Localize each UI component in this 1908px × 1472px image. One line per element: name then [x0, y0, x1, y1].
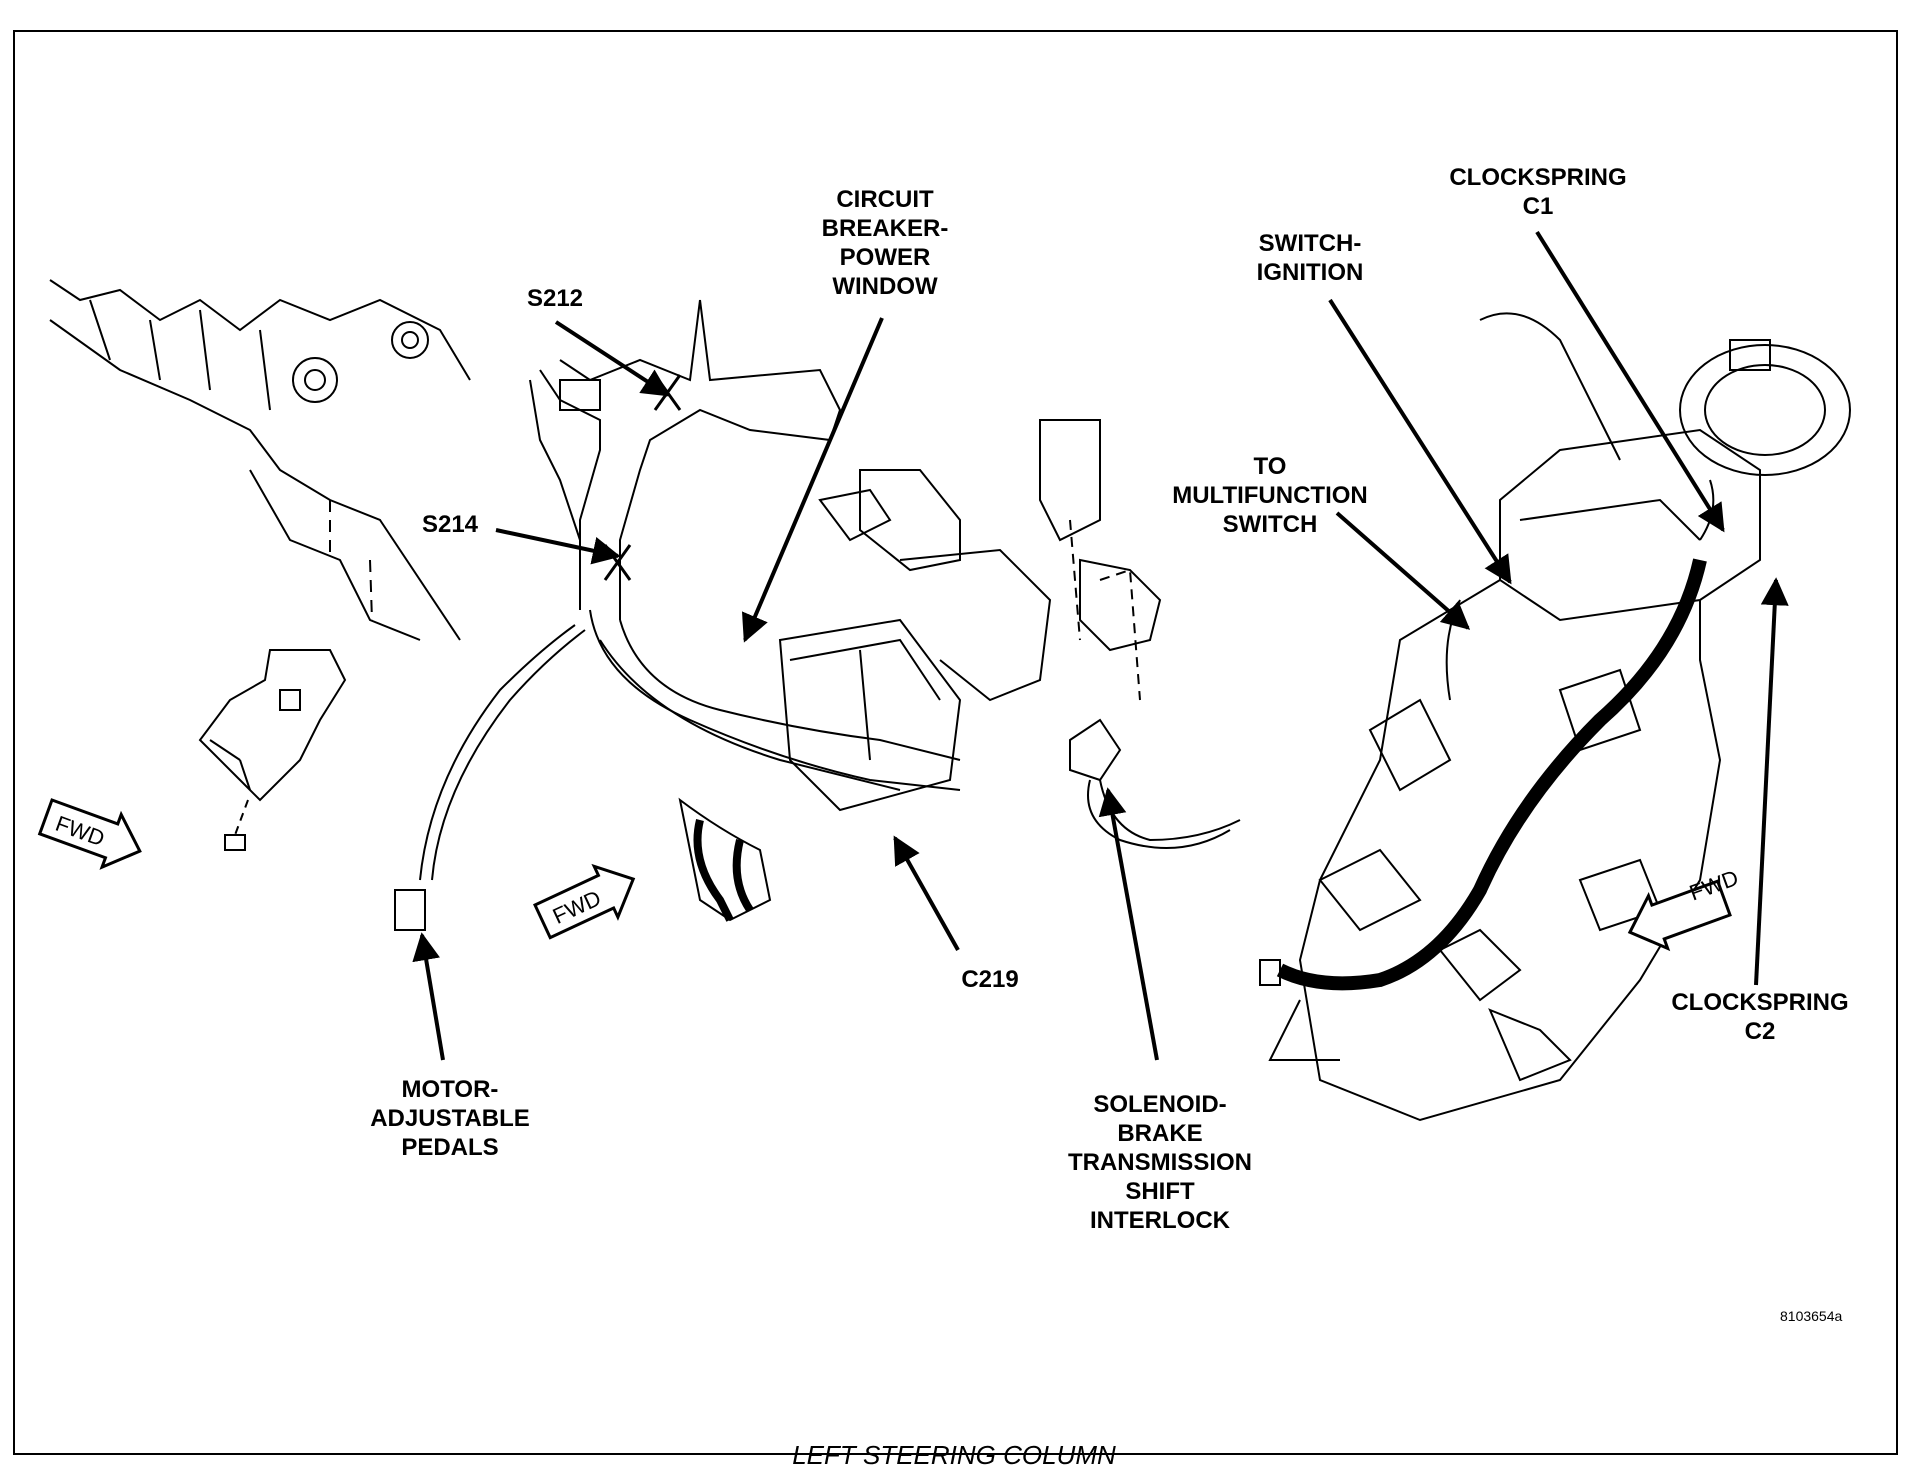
fwd-arrow-left: FWD	[37, 798, 142, 870]
label-motor-adjustable-pedals: MOTOR- ADJUSTABLE PEDALS	[370, 1076, 530, 1161]
diagram-caption: LEFT STEERING COLUMN	[792, 1440, 1116, 1470]
label-to-multifunction-switch: TO MULTIFUNCTION SWITCH	[1172, 453, 1368, 538]
steering-column-drawing	[1259, 312, 1851, 1122]
label-clockspring-c2: CLOCKSPRING C2	[1671, 989, 1849, 1045]
fwd-arrow-right: FWD	[1627, 865, 1742, 952]
label-switch-ignition: SWITCH- IGNITION	[1256, 230, 1364, 286]
diagram-border	[13, 30, 1898, 1455]
splice-marks	[603, 374, 682, 581]
label-clockspring-c1: CLOCKSPRING C1	[1449, 164, 1627, 220]
wiring-harness-drawing	[394, 299, 1241, 931]
label-s212: S212	[526, 285, 584, 312]
pedal-bracket-drawing	[49, 279, 471, 851]
leader-arrows	[412, 230, 1789, 1061]
label-solenoid-brake-transmission-shift-interlock: SOLENOID- BRAKE TRANSMISSION SHIFT INTER…	[1067, 1091, 1252, 1234]
figure-id: 8103654a	[1780, 1308, 1843, 1324]
label-circuit-breaker-power-window: CIRCUIT BREAKER- POWER WINDOW	[821, 186, 949, 300]
label-s214: S214	[421, 511, 479, 538]
label-c219: C219	[961, 966, 1019, 993]
fwd-arrow-middle: FWD	[533, 863, 636, 940]
